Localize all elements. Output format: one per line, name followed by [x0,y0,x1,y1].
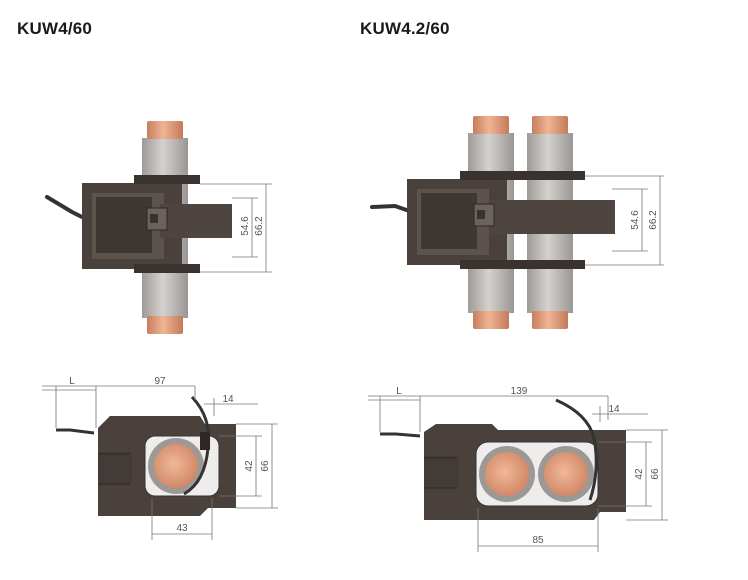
dim-14: 14 [608,404,620,415]
dim-66: 66 [260,460,271,472]
dim-66-2: 66.2 [648,210,659,230]
copper-conductor [154,444,198,488]
kuw4-2-side-dimensions: 54.6 66.2 [585,175,664,266]
title-kuw4-60: KUW4/60 [17,19,93,38]
clamp-top [460,171,585,180]
copper-end-bottom-1 [473,311,509,329]
cable-loop [555,398,598,501]
dim-66: 66 [650,468,661,480]
cable [56,428,95,435]
kuw4-front-view [56,395,236,516]
dim-42: 42 [634,468,645,480]
latch [160,204,232,238]
copper-end-bottom [147,316,183,334]
kuw4-2-front-view [380,398,626,520]
title-kuw4-2-60: KUW4.2/60 [360,19,450,38]
kuw4-side-dimensions: 54.6 66.2 [200,183,272,273]
dim-85: 85 [532,535,544,546]
dim-139: 139 [511,386,528,397]
dim-42: 42 [244,460,255,472]
kuw4-side-view [45,121,232,334]
clamp-bottom [460,260,585,269]
cable [380,432,421,438]
dim-97: 97 [154,376,166,387]
copper-conductor-1 [485,452,529,496]
latch [490,200,615,234]
dim-14: 14 [222,394,234,405]
dim-l: L [396,386,402,397]
kuw4-2-front-dimensions: L 139 14 42 66 85 [368,386,668,552]
copper-end-top-1 [473,116,509,134]
dim-43: 43 [176,523,188,534]
dim-l: L [69,376,75,387]
kuw4-2-side-view [370,116,615,329]
copper-end-bottom-2 [532,311,568,329]
kuw4-front-dimensions: L 97 14 42 66 43 [42,376,278,540]
copper-end-top [147,121,183,139]
clamp-bottom [134,264,200,273]
dim-66-2: 66.2 [254,216,265,236]
dim-54-6: 54.6 [630,210,641,230]
clamp-top [134,175,200,184]
copper-conductor-2 [544,452,588,496]
copper-end-top-2 [532,116,568,134]
dim-54-6: 54.6 [240,216,251,236]
